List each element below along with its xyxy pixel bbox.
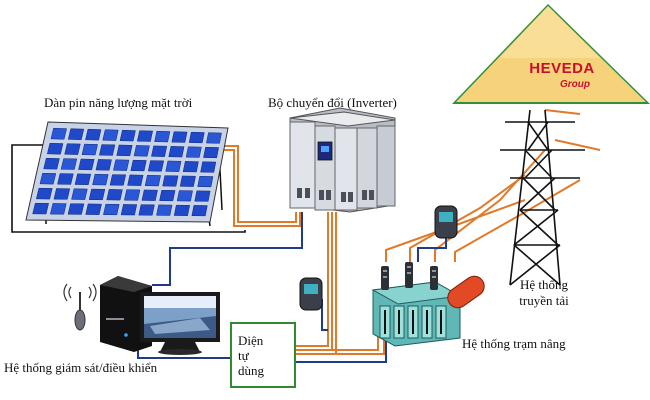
solar-cell (57, 173, 74, 185)
solar-cell (203, 146, 219, 159)
solar-cell (43, 157, 60, 170)
solar-cell (156, 204, 173, 216)
solar-cell (85, 203, 102, 215)
solar-cell (127, 174, 144, 186)
energy-meter-right (434, 205, 458, 239)
solar-cell (159, 189, 176, 202)
solar-cell (50, 203, 67, 215)
solar-cell (85, 128, 102, 141)
monitoring-label: Hệ thống giám sát/điều khiển (4, 360, 158, 375)
solar-cell (92, 173, 109, 186)
solar-cell (173, 204, 190, 216)
solar-cell (130, 159, 147, 172)
solar-cell (103, 203, 120, 216)
step-up-label: Hệ thống trạm nâng (462, 336, 566, 351)
solar-cell (39, 172, 57, 185)
solar-cell (60, 158, 78, 170)
solar-cell (179, 175, 196, 187)
solar-cell (106, 189, 123, 201)
solar-cell (151, 145, 168, 157)
solar-cell (141, 189, 158, 201)
solar-cell (81, 143, 98, 156)
solar-cell (95, 159, 112, 171)
solar-cell (53, 188, 71, 200)
logo-subtitle: Group (560, 79, 590, 90)
solar-cell (116, 144, 133, 157)
solar-cell (124, 189, 141, 201)
solar-cell (88, 188, 106, 201)
solar-cell (144, 175, 161, 187)
solar-cell (147, 160, 165, 172)
self-use-label: Diện tự dùng (238, 333, 264, 378)
inverter-label: Bộ chuyển đổi (Inverter) (268, 95, 397, 110)
solar-cell (74, 173, 92, 185)
step-up-transformer (371, 262, 485, 347)
solar-cell (191, 205, 208, 217)
solar-cell (165, 160, 182, 172)
solar-cells (32, 127, 222, 217)
solar-cell (188, 131, 205, 144)
solar-cell (133, 145, 150, 157)
solar-panel-label: Dàn pin năng lượng mặt trời (44, 95, 193, 110)
solar-cell (197, 176, 214, 188)
solar-cell (162, 175, 179, 187)
self-use-box: Diện tự dùng (230, 322, 296, 388)
solar-cell (32, 202, 49, 215)
transmission-label: Hệ thống truyền tải (519, 277, 569, 308)
solar-cell (102, 129, 119, 141)
solar-cell (120, 204, 138, 216)
solar-cell (50, 127, 67, 140)
solar-cell (194, 190, 211, 202)
solar-cell (113, 159, 130, 171)
solar-panel-array (25, 121, 229, 227)
solar-cell (185, 146, 202, 158)
transmission-tower (500, 109, 585, 286)
solar-cell (71, 188, 88, 200)
solar-cell (46, 142, 64, 155)
solar-cell (67, 203, 85, 215)
logo-name: HEVEDA (529, 60, 595, 77)
solar-cell (67, 128, 85, 140)
solar-cell (171, 131, 188, 143)
heveda-logo (452, 4, 650, 104)
energy-meter-left (299, 277, 323, 311)
solar-cell (119, 129, 136, 142)
solar-cell (99, 144, 116, 156)
solar-cell (109, 174, 126, 186)
solar-cell (206, 132, 222, 144)
solar-cell (138, 204, 155, 216)
solar-cell (35, 187, 53, 200)
solar-cell (176, 190, 193, 202)
solar-cell (168, 146, 185, 158)
black-frame-wire (11, 144, 246, 233)
solar-cell (64, 143, 81, 155)
inverter-cabinet (289, 107, 396, 213)
solar-cell (200, 161, 217, 173)
solar-cell (154, 130, 171, 143)
solar-cell (136, 130, 153, 142)
solar-cell (182, 161, 199, 173)
solar-cell (78, 158, 95, 171)
monitoring-station (63, 276, 220, 355)
